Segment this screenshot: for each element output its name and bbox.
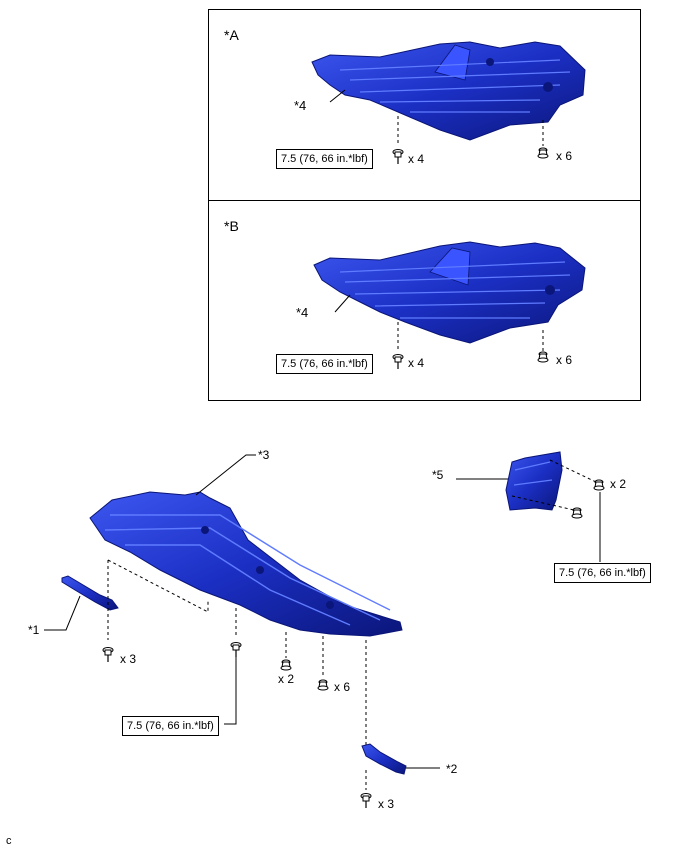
panel-a-bolt-qty: x 4	[408, 152, 425, 166]
clip-icon	[537, 351, 549, 363]
panel-b-bolt-qty: x 4	[408, 356, 425, 370]
under-cover-a	[311, 41, 586, 141]
dash-side-1	[549, 459, 597, 483]
main-torque: 7.5 (76, 66 in.*lbf)	[122, 716, 219, 737]
leader-main-torque	[224, 657, 237, 725]
clip-icon	[571, 507, 583, 519]
clip-icon	[280, 659, 292, 671]
dash-left-plate	[107, 559, 209, 613]
bolt-icon	[360, 792, 372, 809]
main-under-cover	[89, 491, 403, 637]
bolt-icon	[102, 646, 114, 663]
leader-left-plate	[44, 595, 81, 631]
right-plate-label: *2	[446, 762, 458, 776]
panel-a-tag: *A	[224, 27, 239, 43]
bolt-icon	[392, 148, 404, 165]
side-qty: x 2	[610, 477, 627, 491]
panel-b-part-label: *4	[296, 305, 309, 320]
left-qty: x 3	[120, 652, 137, 666]
cover-label: *3	[258, 448, 270, 462]
mid-qty: x 2	[278, 672, 295, 686]
under-cover-b	[313, 241, 586, 344]
leader-cover	[195, 454, 256, 496]
clip-icon	[537, 147, 549, 159]
side-part-label: *5	[432, 468, 444, 482]
leader-a-part	[329, 89, 346, 103]
figure-code: c	[6, 835, 12, 847]
panel-a-torque: 7.5 (76, 66 in.*lbf)	[276, 149, 373, 170]
dash-side-2	[511, 495, 575, 511]
panel-b-tag: *B	[224, 218, 239, 234]
left-plate	[61, 575, 119, 611]
leader-b-part	[334, 294, 351, 313]
right-qty: x 3	[378, 797, 395, 811]
clip-icon	[593, 479, 605, 491]
main-clip-qty: x 6	[334, 680, 351, 694]
left-plate-label: *1	[28, 623, 40, 637]
panel-a-part-label: *4	[294, 98, 307, 113]
clip-icon	[317, 679, 329, 691]
bolt-icon	[392, 353, 404, 370]
panel-b-torque: 7.5 (76, 66 in.*lbf)	[276, 354, 373, 375]
right-plate	[361, 743, 407, 775]
side-torque: 7.5 (76, 66 in.*lbf)	[554, 563, 651, 584]
side-part	[505, 451, 563, 511]
bolt-icon	[230, 641, 242, 658]
panel-b-clip-qty: x 6	[556, 353, 573, 367]
panel-a-clip-qty: x 6	[556, 149, 573, 163]
